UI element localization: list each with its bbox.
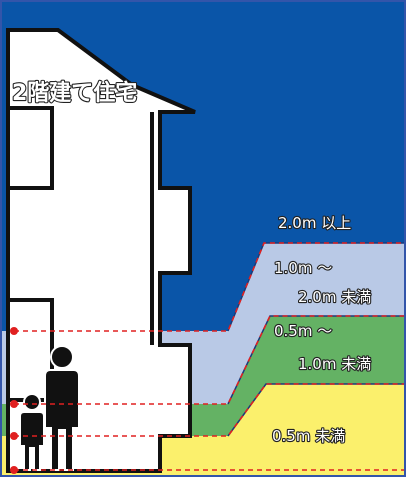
depth-line-05m <box>14 383 406 437</box>
zone-label-1m-2m-line2: 2.0m 未満 <box>298 288 371 306</box>
adult-figure <box>44 345 80 471</box>
depth-line-1m <box>14 315 406 405</box>
zone-label-05m-1m-line2: 1.0m 未満 <box>298 355 371 373</box>
zone-label-2m-plus: 2.0m 以上 <box>278 214 351 232</box>
zone-label-under-05m: 0.5m 未満 <box>272 427 345 445</box>
depth-lines <box>14 242 406 471</box>
upper-window <box>6 106 54 190</box>
house-label: 2階建て住宅 <box>12 80 137 106</box>
zone-label-1m-2m-line1: 1.0m ～ <box>274 259 332 277</box>
zone-label-05m-1m-line1: 0.5m ～ <box>274 322 332 340</box>
child-figure <box>19 393 45 471</box>
depth-line-2m <box>14 242 406 332</box>
depth-markers <box>10 327 18 474</box>
